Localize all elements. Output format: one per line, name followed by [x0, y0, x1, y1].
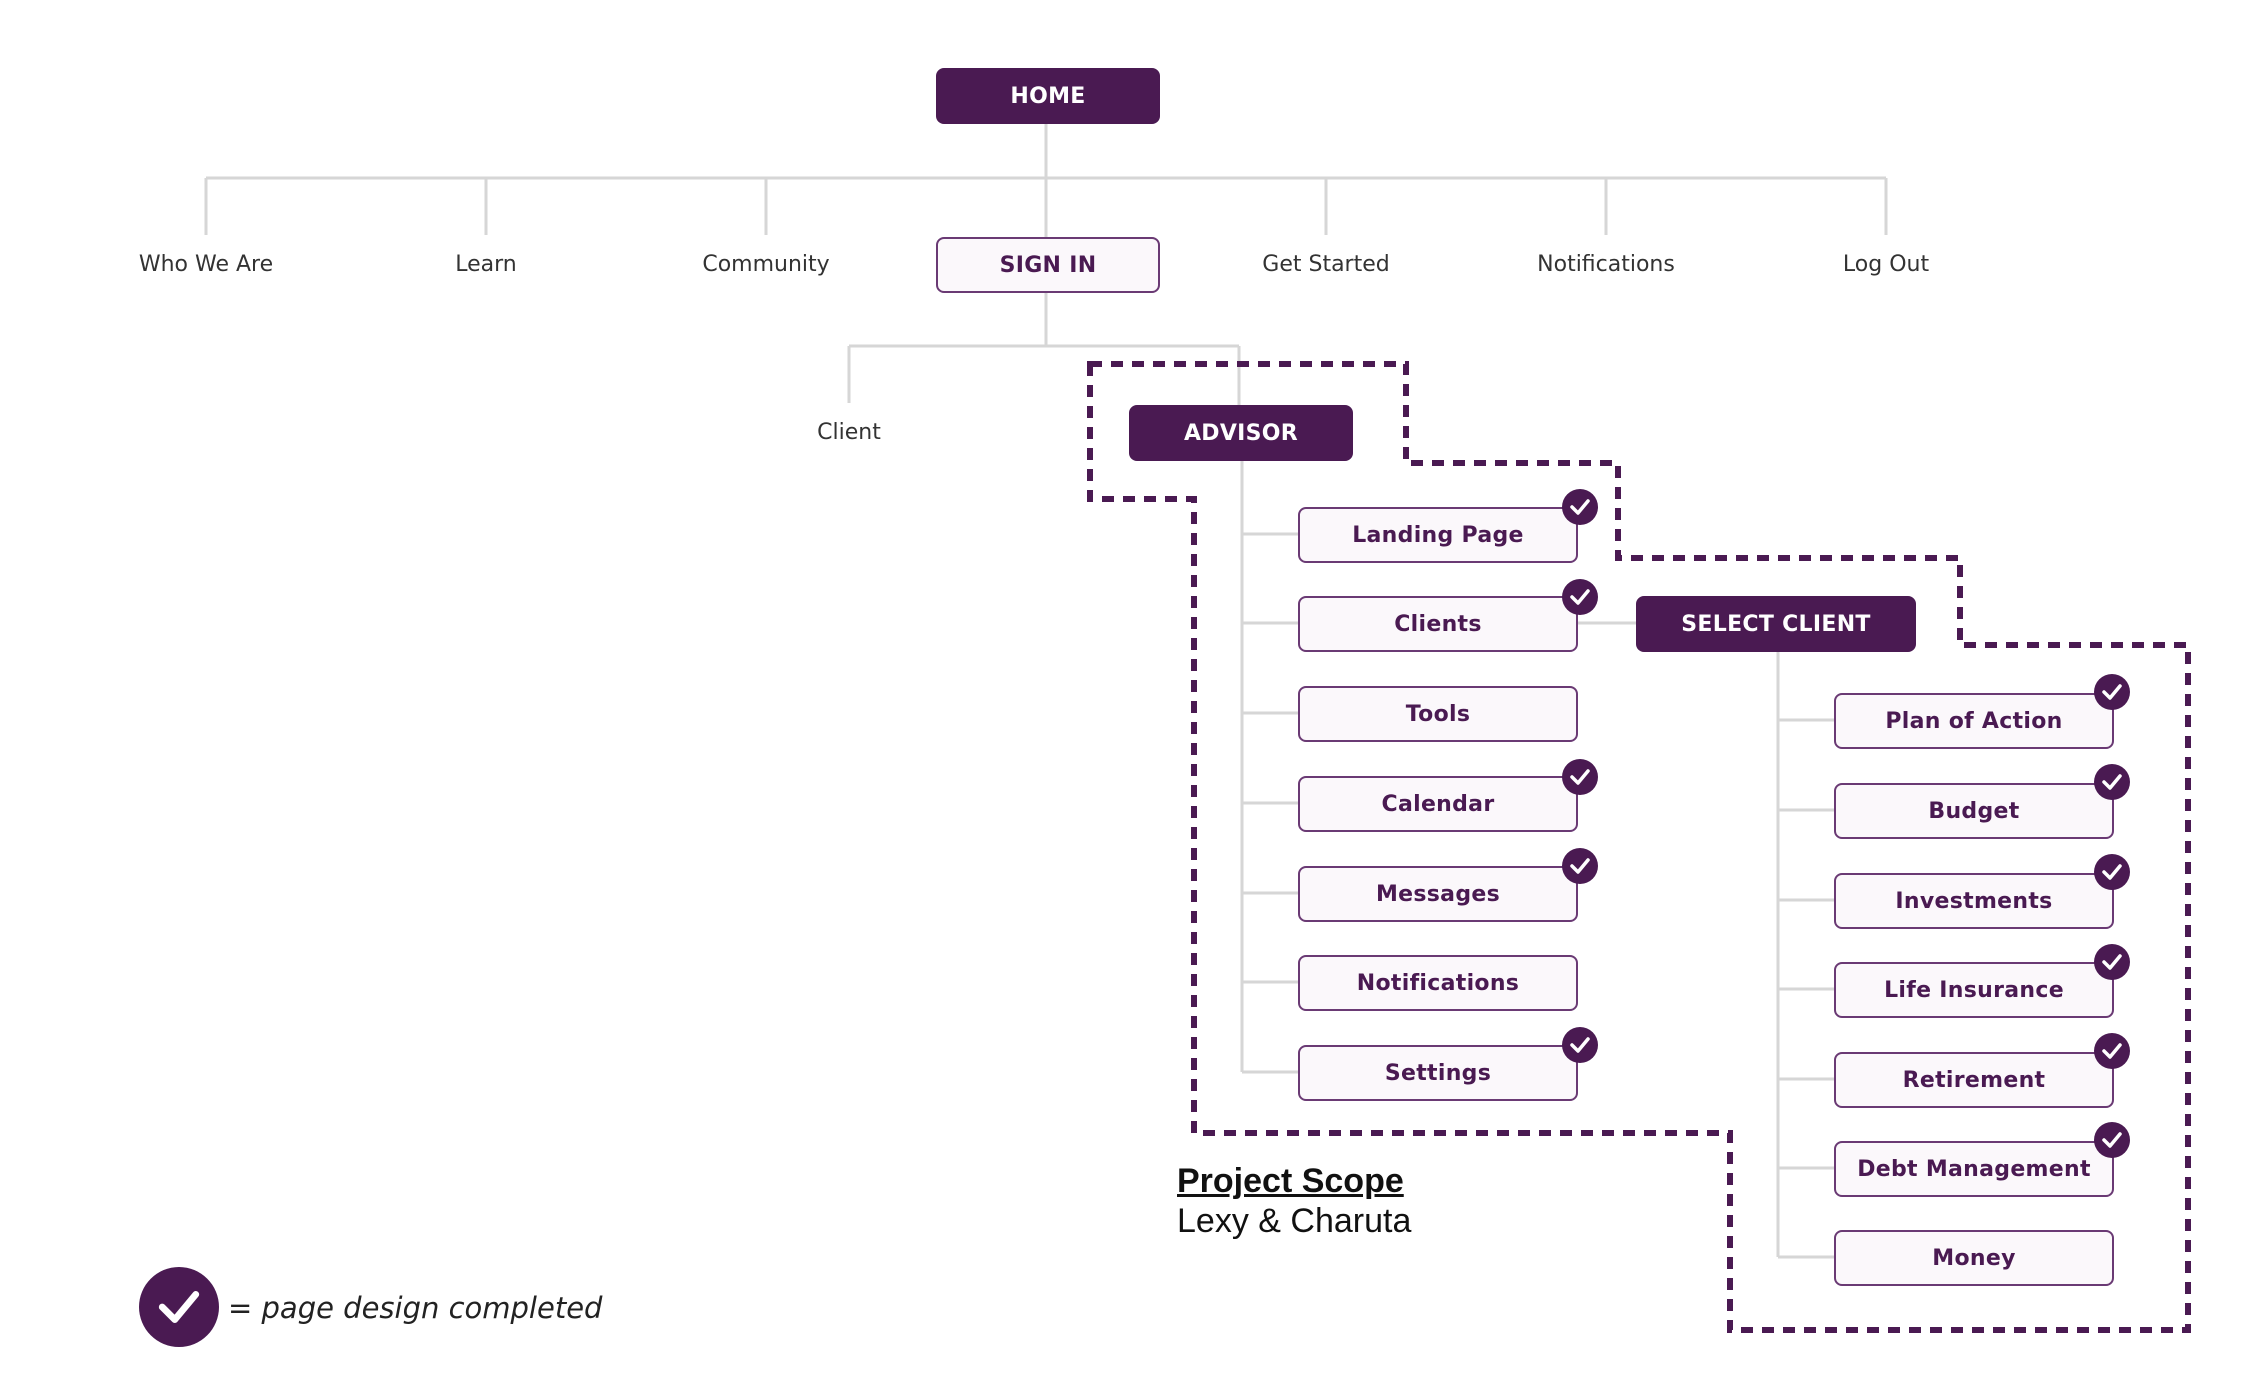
advisor-page-clients[interactable]: Clients: [1298, 596, 1578, 652]
completed-check-icon: [2094, 674, 2130, 710]
completed-check-icon: [1562, 848, 1598, 884]
learn-node[interactable]: Learn: [455, 252, 517, 277]
project-scope-title: Project Scope: [1177, 1162, 1404, 1200]
client-page-investments[interactable]: Investments: [1834, 873, 2114, 929]
completed-check-icon: [2094, 1122, 2130, 1158]
advisor-page-settings[interactable]: Settings: [1298, 1045, 1578, 1101]
advisor-node[interactable]: ADVISOR: [1129, 405, 1353, 461]
completed-check-icon: [1562, 489, 1598, 525]
completed-check-icon: [2094, 764, 2130, 800]
notifications-node[interactable]: Notifications: [1537, 252, 1675, 277]
select-client-node[interactable]: SELECT CLIENT: [1636, 596, 1916, 652]
advisor-page-landing-page[interactable]: Landing Page: [1298, 507, 1578, 563]
client-page-life-insurance[interactable]: Life Insurance: [1834, 962, 2114, 1018]
project-scope-authors: Lexy & Charuta: [1177, 1202, 1412, 1240]
who-we-are-node[interactable]: Who We Are: [138, 252, 274, 277]
advisor-page-tools[interactable]: Tools: [1298, 686, 1578, 742]
log-out-node[interactable]: Log Out: [1842, 252, 1930, 277]
advisor-page-calendar[interactable]: Calendar: [1298, 776, 1578, 832]
get-started-node[interactable]: Get Started: [1262, 252, 1390, 277]
client-node[interactable]: Client: [817, 420, 881, 445]
client-page-debt-management[interactable]: Debt Management: [1834, 1141, 2114, 1197]
project-scope-boundary: [1087, 361, 2191, 1333]
completed-check-icon: [1562, 1027, 1598, 1063]
completed-check-icon: [2094, 1033, 2130, 1069]
completed-check-icon: [2094, 944, 2130, 980]
advisor-page-messages[interactable]: Messages: [1298, 866, 1578, 922]
completed-check-icon: [1562, 579, 1598, 615]
client-page-plan-of-action[interactable]: Plan of Action: [1834, 693, 2114, 749]
check-circle-icon: [139, 1267, 219, 1347]
home-node[interactable]: HOME: [936, 68, 1160, 124]
advisor-page-notifications[interactable]: Notifications: [1298, 955, 1578, 1011]
completed-check-icon: [2094, 854, 2130, 890]
sign-in-node[interactable]: SIGN IN: [936, 237, 1160, 293]
client-page-money[interactable]: Money: [1834, 1230, 2114, 1286]
community-node[interactable]: Community: [702, 252, 830, 277]
legend-text: = page design completed: [228, 1291, 603, 1325]
client-page-retirement[interactable]: Retirement: [1834, 1052, 2114, 1108]
completed-check-icon: [1562, 759, 1598, 795]
client-page-budget[interactable]: Budget: [1834, 783, 2114, 839]
